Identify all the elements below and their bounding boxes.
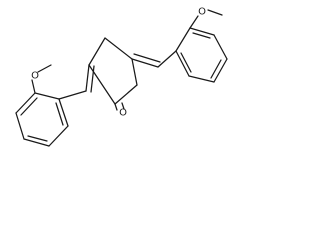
aromatic-inner-bond: [192, 32, 211, 39]
aromatic-inner-bond: [27, 135, 48, 142]
right-benzylidene: O: [131, 7, 228, 83]
aromatic-bond: [23, 138, 50, 147]
aromatic-bond: [15, 92, 36, 114]
methyl-bond: [207, 9, 223, 16]
aromatic-inner-bond: [210, 59, 222, 79]
aromatic-inner-bond: [20, 97, 38, 116]
aromatic-bond: [175, 27, 191, 52]
carbonyl-bond: [114, 103, 118, 111]
structure-canvas: O O: [15, 6, 228, 147]
aromatic-inner-bond: [180, 52, 192, 73]
carbonyl-group: O: [114, 102, 127, 119]
aromatic-bond: [58, 98, 69, 127]
exocyclic-double-bond: [131, 58, 159, 68]
aromatic-bond: [48, 125, 69, 147]
aromatic-bond: [188, 75, 215, 83]
exocyclic-double-bond: [133, 53, 161, 63]
right-methoxy-oxygen-label: O: [198, 7, 206, 18]
left-benzylidene: O: [15, 64, 95, 147]
aromatic-bond: [213, 34, 228, 60]
ring-bond: [88, 37, 106, 66]
methyl-bond: [37, 64, 52, 73]
molecule-structure: O O: [15, 7, 228, 147]
ring-bond: [131, 58, 138, 86]
methoxy-bond: [189, 15, 199, 29]
left-methoxy-oxygen-label: O: [31, 71, 39, 82]
exocyclic-double-bond: [85, 64, 90, 92]
benzylidene-bond: [58, 90, 87, 100]
cyclopentanone-ring: [88, 37, 138, 105]
ring-bond: [104, 37, 133, 60]
carbonyl-bond: [121, 102, 125, 110]
methoxy-bond: [31, 79, 36, 94]
aromatic-inner-bond: [55, 102, 64, 126]
aromatic-bond: [15, 112, 25, 140]
aromatic-bond: [175, 50, 190, 77]
aromatic-bond: [189, 27, 215, 36]
exocyclic-double-bond: [90, 65, 95, 93]
aromatic-bond: [213, 58, 228, 83]
benzylidene-bond: [157, 50, 177, 68]
aromatic-bond: [34, 92, 60, 100]
ring-bond: [114, 84, 138, 105]
carbonyl-oxygen-label: O: [119, 108, 127, 119]
